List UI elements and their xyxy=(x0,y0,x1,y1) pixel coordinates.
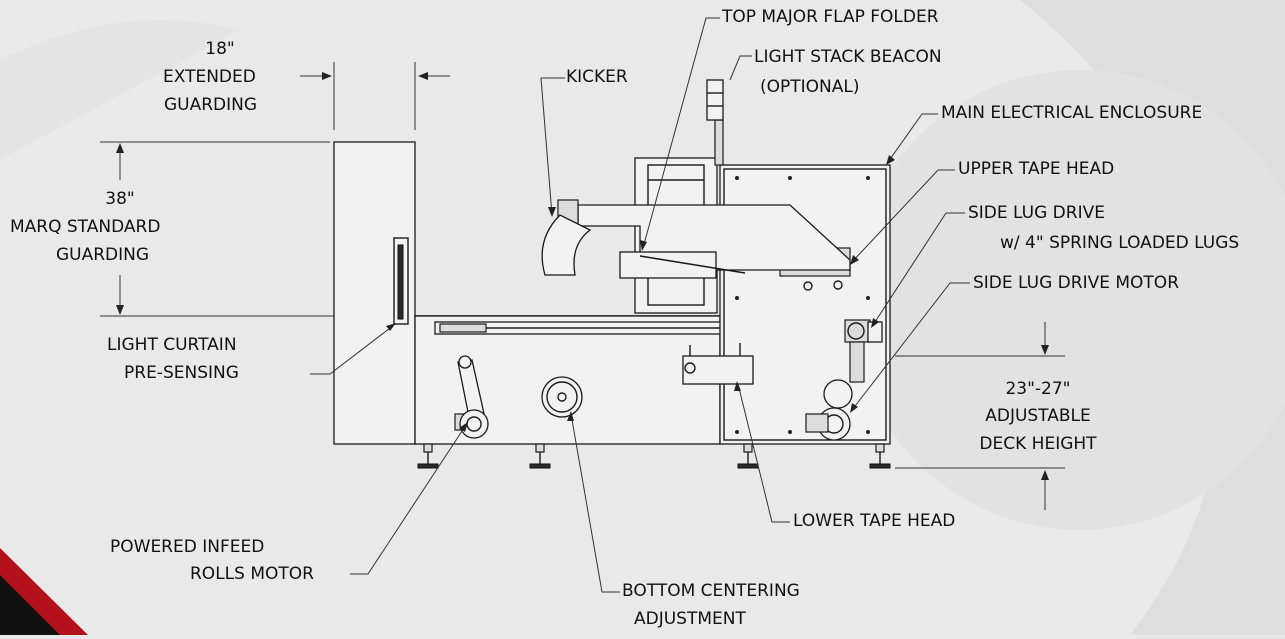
light-curtain-label-1: LIGHT CURTAIN xyxy=(107,335,237,355)
deck-height-label-1: ADJUSTABLE xyxy=(985,406,1091,426)
powered-infeed-label-1: POWERED INFEED xyxy=(110,537,265,557)
extended-guarding-label-1: EXTENDED xyxy=(163,67,256,87)
standard-guarding-dimension: 38" xyxy=(105,189,135,209)
bottom-centering-wheel xyxy=(541,376,583,418)
upper-tape-head-label: UPPER TAPE HEAD xyxy=(958,159,1115,179)
kicker-label: KICKER xyxy=(566,67,628,87)
corner-accent xyxy=(0,548,88,635)
light-stack-label-1: LIGHT STACK BEACON xyxy=(754,47,942,67)
side-lug-motor-label: SIDE LUG DRIVE MOTOR xyxy=(973,273,1180,293)
lower-tape-head-label: LOWER TAPE HEAD xyxy=(793,511,956,531)
leveling-feet xyxy=(417,443,891,469)
side-lug-drive-motor xyxy=(805,379,853,441)
extended-guarding-dimension: 18" xyxy=(205,39,235,59)
side-lug-drive-label-2: w/ 4" SPRING LOADED LUGS xyxy=(1000,233,1240,253)
light-curtain-label-2: PRE-SENSING xyxy=(124,363,239,383)
top-flap-folder-label: TOP MAJOR FLAP FOLDER xyxy=(722,7,939,27)
extended-guarding-label-2: GUARDING xyxy=(164,95,258,115)
lower-tape-head-part xyxy=(682,343,754,385)
deck-height-dimension: 23"-27" xyxy=(1005,379,1071,399)
standard-guarding-label-2: GUARDING xyxy=(56,245,150,265)
dim-extended-guarding xyxy=(300,62,450,130)
infeed-rolls-motor xyxy=(454,355,489,439)
main-enclosure-label: MAIN ELECTRICAL ENCLOSURE xyxy=(941,103,1203,123)
leader-lines xyxy=(310,17,970,593)
side-lug-drive-label-1: SIDE LUG DRIVE xyxy=(968,203,1105,223)
light-stack-beacon xyxy=(706,79,724,121)
bottom-centering-label-1: BOTTOM CENTERING xyxy=(622,581,800,601)
upper-assembly xyxy=(541,119,851,314)
standard-guarding-label-1: MARQ STANDARD xyxy=(10,217,161,237)
bottom-centering-label-2: ADJUSTMENT xyxy=(634,609,746,629)
powered-infeed-label-2: ROLLS MOTOR xyxy=(190,564,314,584)
dim-deck-height xyxy=(895,322,1065,510)
deck-height-label-2: DECK HEIGHT xyxy=(979,434,1097,454)
light-stack-label-2: (OPTIONAL) xyxy=(760,77,860,97)
